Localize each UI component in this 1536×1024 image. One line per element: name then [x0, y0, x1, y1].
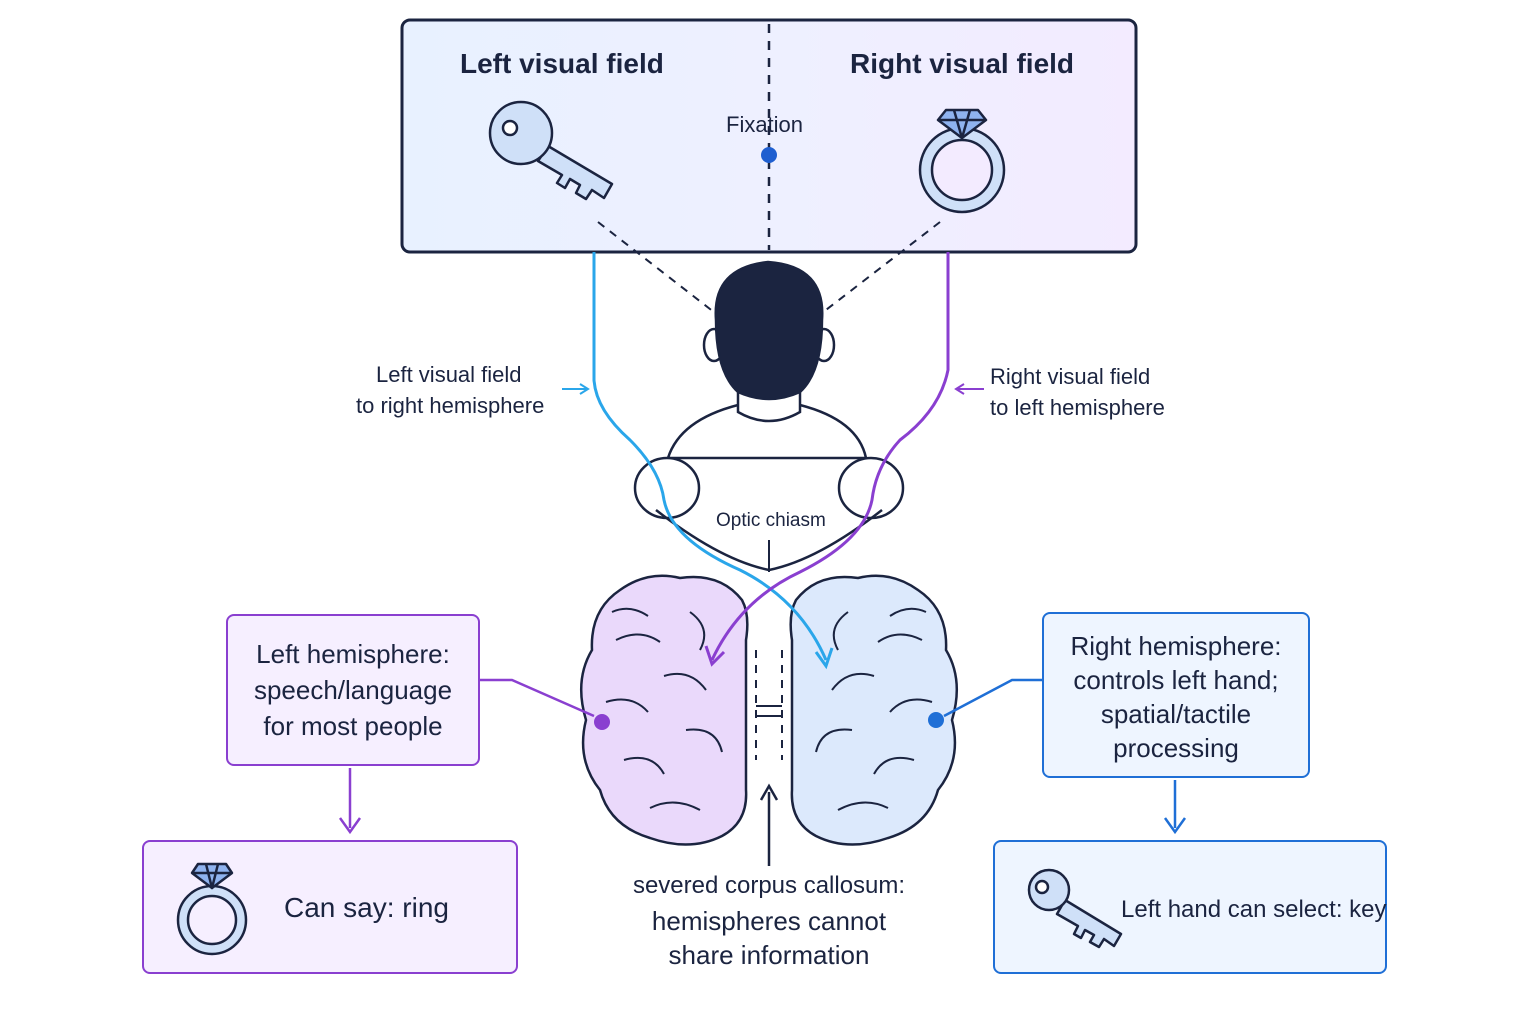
left-hemisphere-line2: speech/language: [253, 675, 453, 705]
right-hemisphere-line4: processing: [1113, 733, 1239, 763]
right-result-text: Left hand can select: key: [1121, 896, 1387, 923]
key-icon: [488, 100, 614, 201]
observer-figure: [633, 260, 905, 572]
left-connector: [480, 678, 595, 718]
right-hemisphere-line2: controls left hand;: [1073, 665, 1279, 695]
right-visual-field-label: Right visual field: [850, 48, 1075, 79]
severed-connection: [755, 650, 783, 760]
left-hemisphere-line1: Left hemisphere:: [256, 639, 450, 669]
right-hemisphere: [789, 574, 958, 846]
right-path-caption-1: Right visual field: [990, 364, 1151, 389]
left-path-caption-2: to right hemisphere: [356, 393, 545, 418]
optic-chiasm-label: Optic chiasm: [716, 510, 826, 531]
right-path-caption-2: to left hemisphere: [990, 395, 1165, 420]
ring-icon: [918, 108, 1006, 214]
fixation-dot: [761, 147, 777, 163]
left-result-box: Can say: ring: [142, 840, 518, 974]
left-hemisphere: [580, 574, 749, 846]
fixation-label: Fixation: [726, 112, 804, 137]
right-field-pathway: [710, 252, 950, 661]
left-field-pathway: [592, 252, 828, 661]
left-result-text: Can say: ring: [284, 892, 449, 923]
key-icon: [1027, 868, 1123, 949]
callosum-caption-1: severed corpus callosum:: [632, 872, 906, 899]
right-hemisphere-line1: Right hemisphere:: [1070, 631, 1282, 661]
left-hemisphere-line3: for most people: [263, 711, 443, 741]
left-visual-field-label: Left visual field: [460, 48, 664, 79]
callosum-caption-2: hemispheres cannot: [651, 906, 887, 936]
ring-icon: [176, 862, 248, 956]
left-path-caption-1: Left visual field: [376, 362, 522, 387]
left-hemisphere-box: Left hemisphere: speech/language for mos…: [226, 614, 480, 766]
right-hemisphere-box: Right hemisphere: controls left hand; sp…: [1042, 612, 1310, 778]
right-connector: [943, 678, 1044, 718]
right-result-box: Left hand can select: key: [993, 840, 1387, 974]
right-hemisphere-line3: spatial/tactile: [1100, 699, 1252, 729]
callosum-caption-3: share information: [668, 940, 870, 970]
